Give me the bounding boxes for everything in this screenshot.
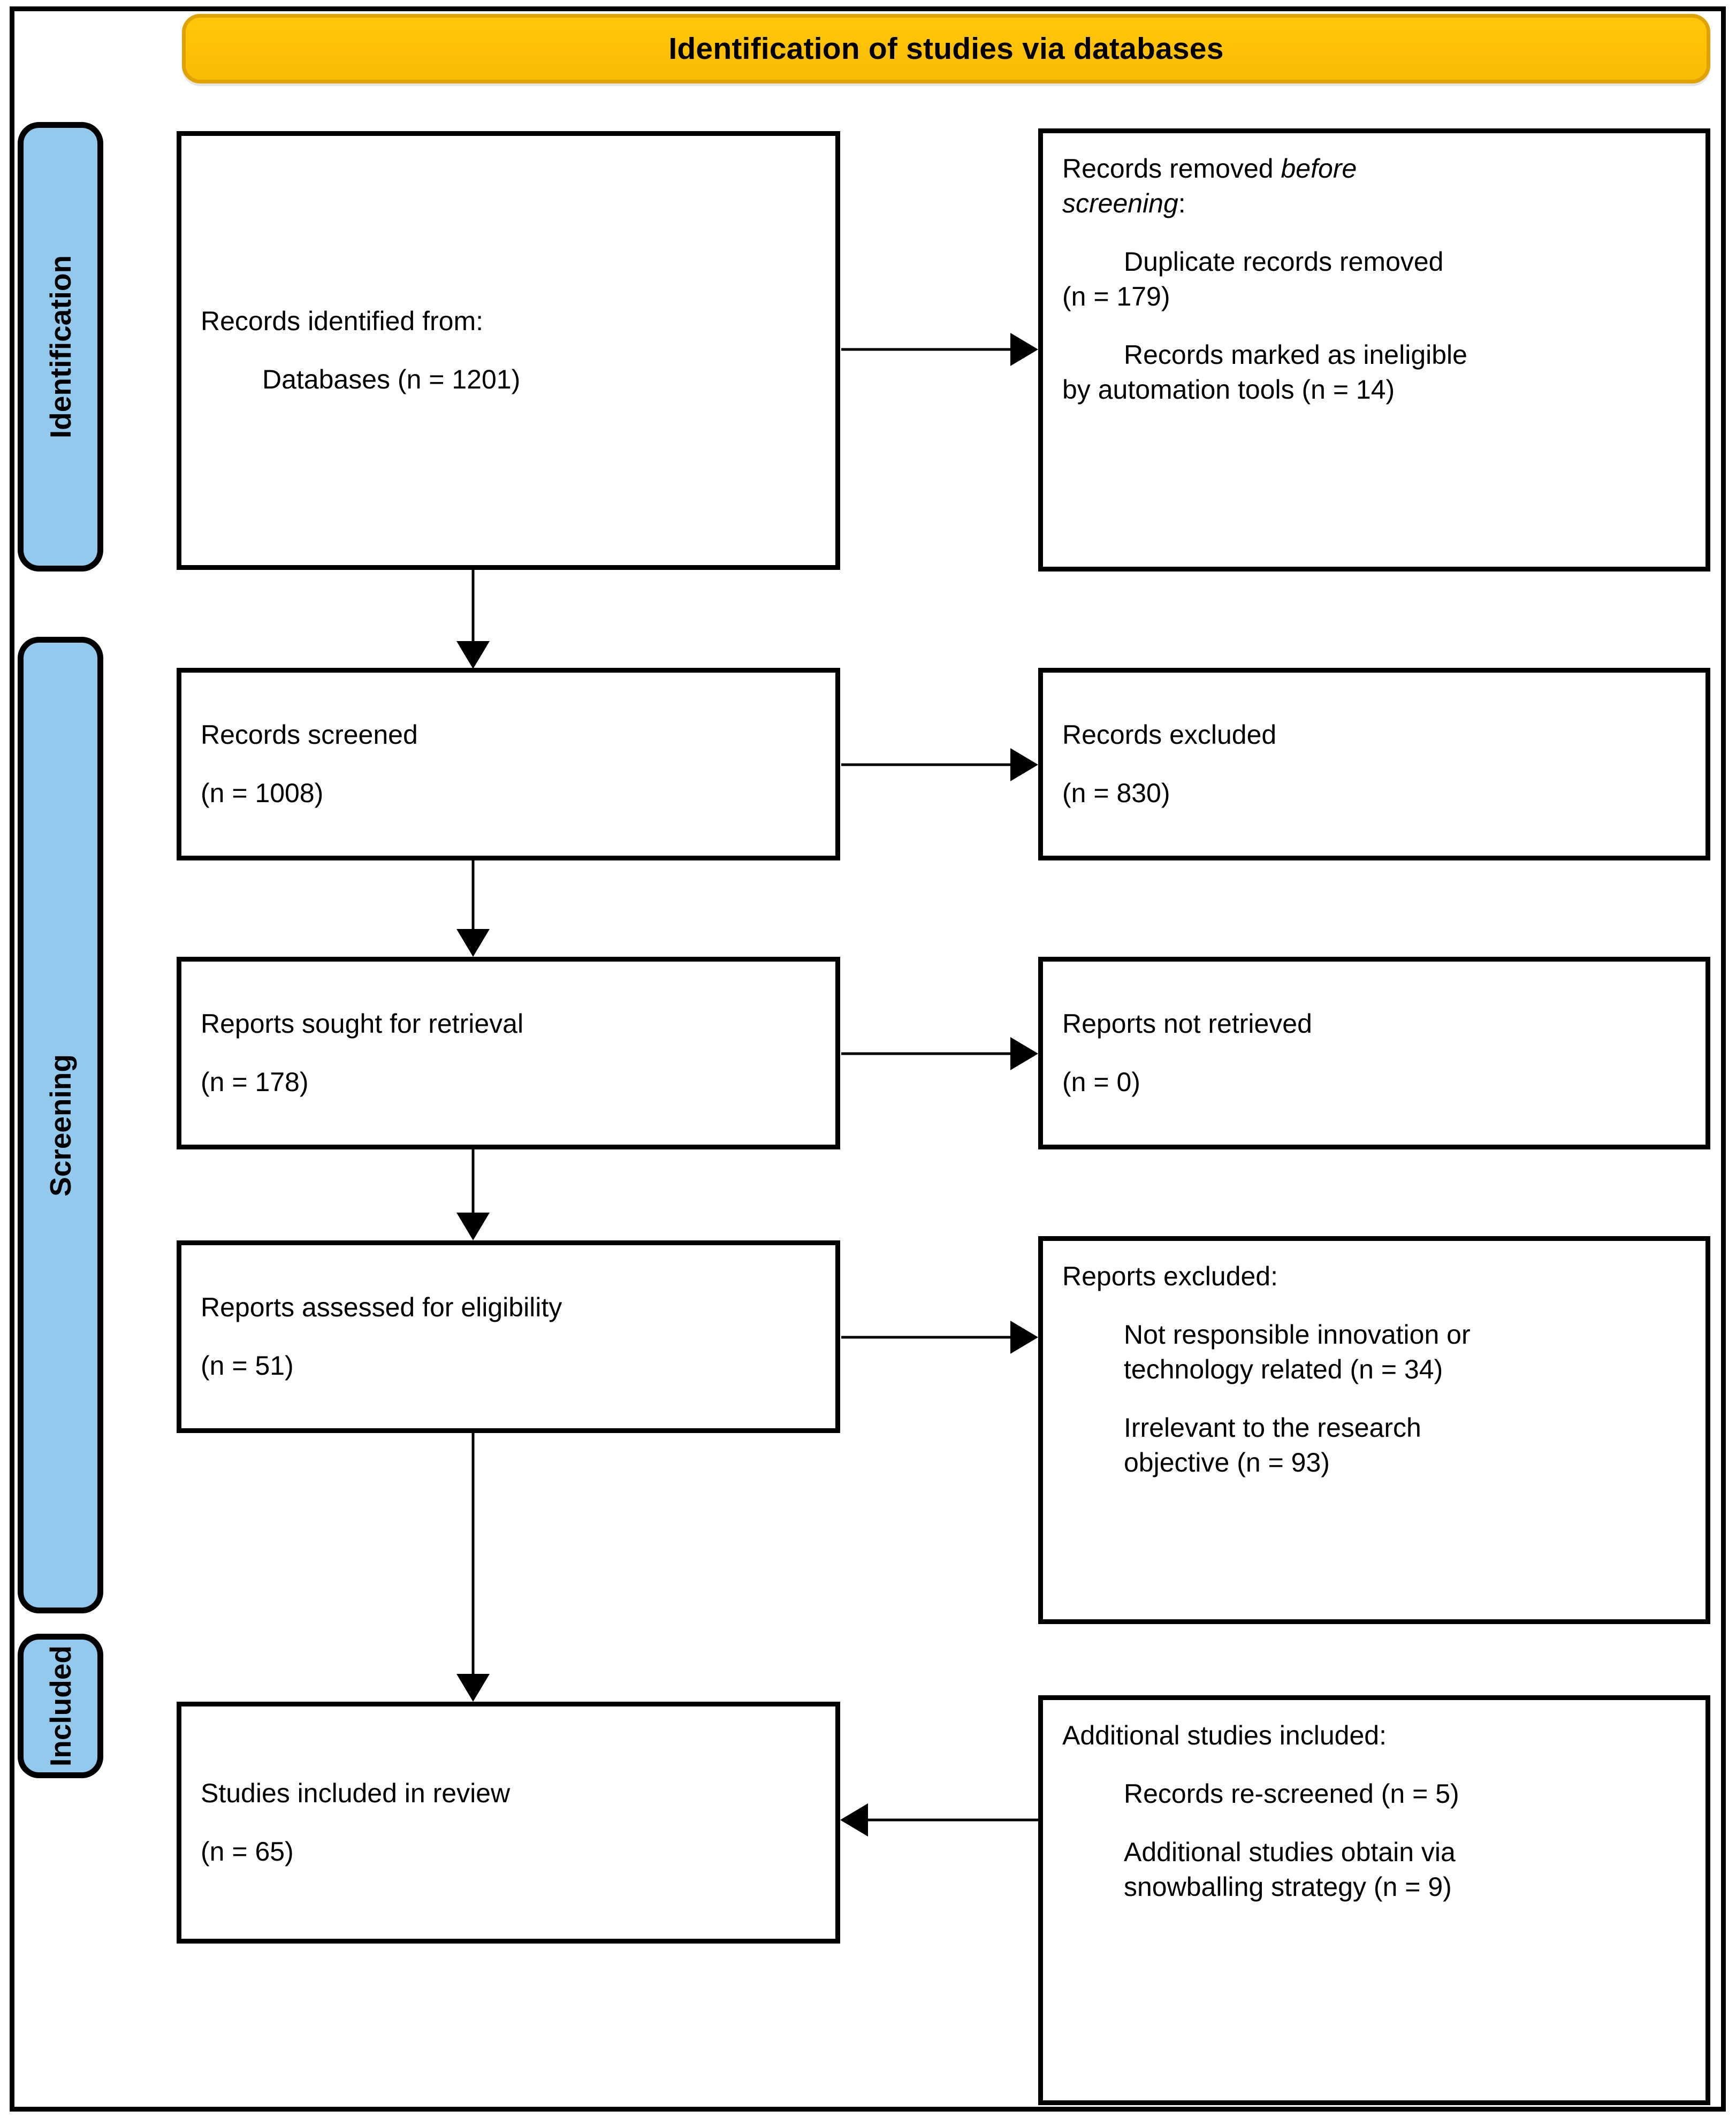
records-removed-heading-em1: before bbox=[1281, 154, 1357, 184]
records-screened-line1: Records screened bbox=[201, 720, 418, 750]
arrow-shaft bbox=[841, 1336, 1014, 1339]
stage-header-identification: Identification of studies via databases bbox=[182, 14, 1710, 83]
arrow-head bbox=[840, 1803, 868, 1837]
arrow-head bbox=[456, 929, 490, 957]
records-excluded-line2: (n = 830) bbox=[1062, 778, 1170, 808]
arrow-shaft bbox=[841, 763, 1014, 766]
records-removed-item2-line2: by automation tools (n = 14) bbox=[1062, 375, 1395, 405]
records-removed-item1-line2: (n = 179) bbox=[1062, 281, 1170, 311]
additional-studies-item1: Records re-screened (n = 5) bbox=[1124, 1779, 1459, 1809]
reports-not-retrieved-line2: (n = 0) bbox=[1062, 1067, 1140, 1097]
arrow-head bbox=[1010, 1037, 1038, 1070]
arrow-identified-to-removed bbox=[841, 333, 1038, 366]
rail-included: Included bbox=[18, 1634, 103, 1778]
reports-assessed-line1: Reports assessed for eligibility bbox=[201, 1292, 562, 1322]
rail-included-label: Included bbox=[44, 1645, 77, 1767]
arrow-assessed-to-included bbox=[456, 1433, 490, 1702]
arrow-sought-to-not-retrieved bbox=[841, 1037, 1038, 1070]
stage-header-label: Identification of studies via databases bbox=[668, 32, 1224, 66]
arrow-screened-to-sought bbox=[456, 860, 490, 957]
box-records-removed: Records removed before screening: Duplic… bbox=[1038, 128, 1710, 572]
box-records-excluded: Records excluded (n = 830) bbox=[1038, 668, 1710, 860]
arrow-shaft bbox=[841, 348, 1014, 351]
arrow-assessed-to-excluded bbox=[841, 1321, 1038, 1354]
box-reports-not-retrieved: Reports not retrieved (n = 0) bbox=[1038, 957, 1710, 1149]
arrow-head bbox=[1010, 1321, 1038, 1354]
reports-excluded-item1-line1: Not responsible innovation or bbox=[1124, 1320, 1471, 1350]
arrow-identified-to-screened bbox=[456, 570, 490, 669]
records-removed-heading-colon: : bbox=[1178, 188, 1186, 218]
records-removed-heading-em2: screening bbox=[1062, 188, 1178, 218]
reports-excluded-item1-line2: technology related (n = 34) bbox=[1124, 1354, 1443, 1384]
arrow-shaft bbox=[471, 860, 475, 929]
arrow-shaft bbox=[471, 1433, 475, 1674]
box-records-screened: Records screened (n = 1008) bbox=[177, 668, 840, 860]
arrow-shaft bbox=[471, 570, 475, 641]
additional-studies-line1: Additional studies included: bbox=[1062, 1720, 1387, 1750]
records-screened-line2: (n = 1008) bbox=[201, 778, 324, 808]
records-removed-heading: Records removed before bbox=[1062, 151, 1686, 186]
reports-not-retrieved-line1: Reports not retrieved bbox=[1062, 1009, 1312, 1039]
arrow-head bbox=[456, 1213, 490, 1240]
reports-excluded-item2-line1: Irrelevant to the research bbox=[1124, 1413, 1421, 1443]
box-reports-sought: Reports sought for retrieval (n = 178) bbox=[177, 957, 840, 1149]
records-identified-line2: Databases (n = 1201) bbox=[262, 364, 521, 394]
box-studies-included: Studies included in review (n = 65) bbox=[177, 1702, 840, 1944]
studies-included-line2: (n = 65) bbox=[201, 1837, 294, 1866]
arrow-head bbox=[456, 641, 490, 669]
arrow-shaft bbox=[471, 1149, 475, 1213]
box-additional-studies: Additional studies included: Records re-… bbox=[1038, 1695, 1710, 2105]
arrow-head bbox=[1010, 333, 1038, 366]
box-reports-assessed: Reports assessed for eligibility (n = 51… bbox=[177, 1240, 840, 1433]
records-identified-line1: Records identified from: bbox=[201, 306, 484, 336]
reports-excluded-item2-line2: objective (n = 93) bbox=[1124, 1447, 1330, 1477]
reports-sought-line1: Reports sought for retrieval bbox=[201, 1009, 524, 1039]
reports-sought-line2: (n = 178) bbox=[201, 1067, 309, 1097]
arrow-sought-to-assessed bbox=[456, 1149, 490, 1240]
box-reports-excluded: Reports excluded: Not responsible innova… bbox=[1038, 1236, 1710, 1624]
rail-screening-label: Screening bbox=[44, 1054, 77, 1197]
arrow-head bbox=[456, 1674, 490, 1702]
studies-included-line1: Studies included in review bbox=[201, 1778, 511, 1808]
arrow-screened-to-excluded bbox=[841, 748, 1038, 781]
records-removed-heading-2: screening: bbox=[1062, 186, 1686, 221]
rail-screening: Screening bbox=[18, 637, 103, 1613]
records-removed-item2-line1: Records marked as ineligible bbox=[1124, 340, 1467, 370]
records-excluded-line1: Records excluded bbox=[1062, 720, 1277, 750]
reports-assessed-line2: (n = 51) bbox=[201, 1351, 294, 1381]
arrow-shaft bbox=[841, 1052, 1014, 1055]
records-removed-heading-a: Records removed bbox=[1062, 154, 1281, 184]
arrow-shaft bbox=[866, 1818, 1038, 1822]
rail-identification: Identification bbox=[18, 122, 103, 572]
arrow-head bbox=[1010, 748, 1038, 781]
additional-studies-item2-line1: Additional studies obtain via bbox=[1124, 1837, 1456, 1867]
rail-identification-label: Identification bbox=[44, 255, 78, 439]
box-records-identified: Records identified from: Databases (n = … bbox=[177, 131, 840, 570]
records-removed-item1-line1: Duplicate records removed bbox=[1124, 247, 1444, 277]
reports-excluded-line1: Reports excluded: bbox=[1062, 1261, 1278, 1291]
additional-studies-item2-line2: snowballing strategy (n = 9) bbox=[1124, 1872, 1452, 1902]
arrow-additional-to-included bbox=[840, 1803, 1038, 1837]
